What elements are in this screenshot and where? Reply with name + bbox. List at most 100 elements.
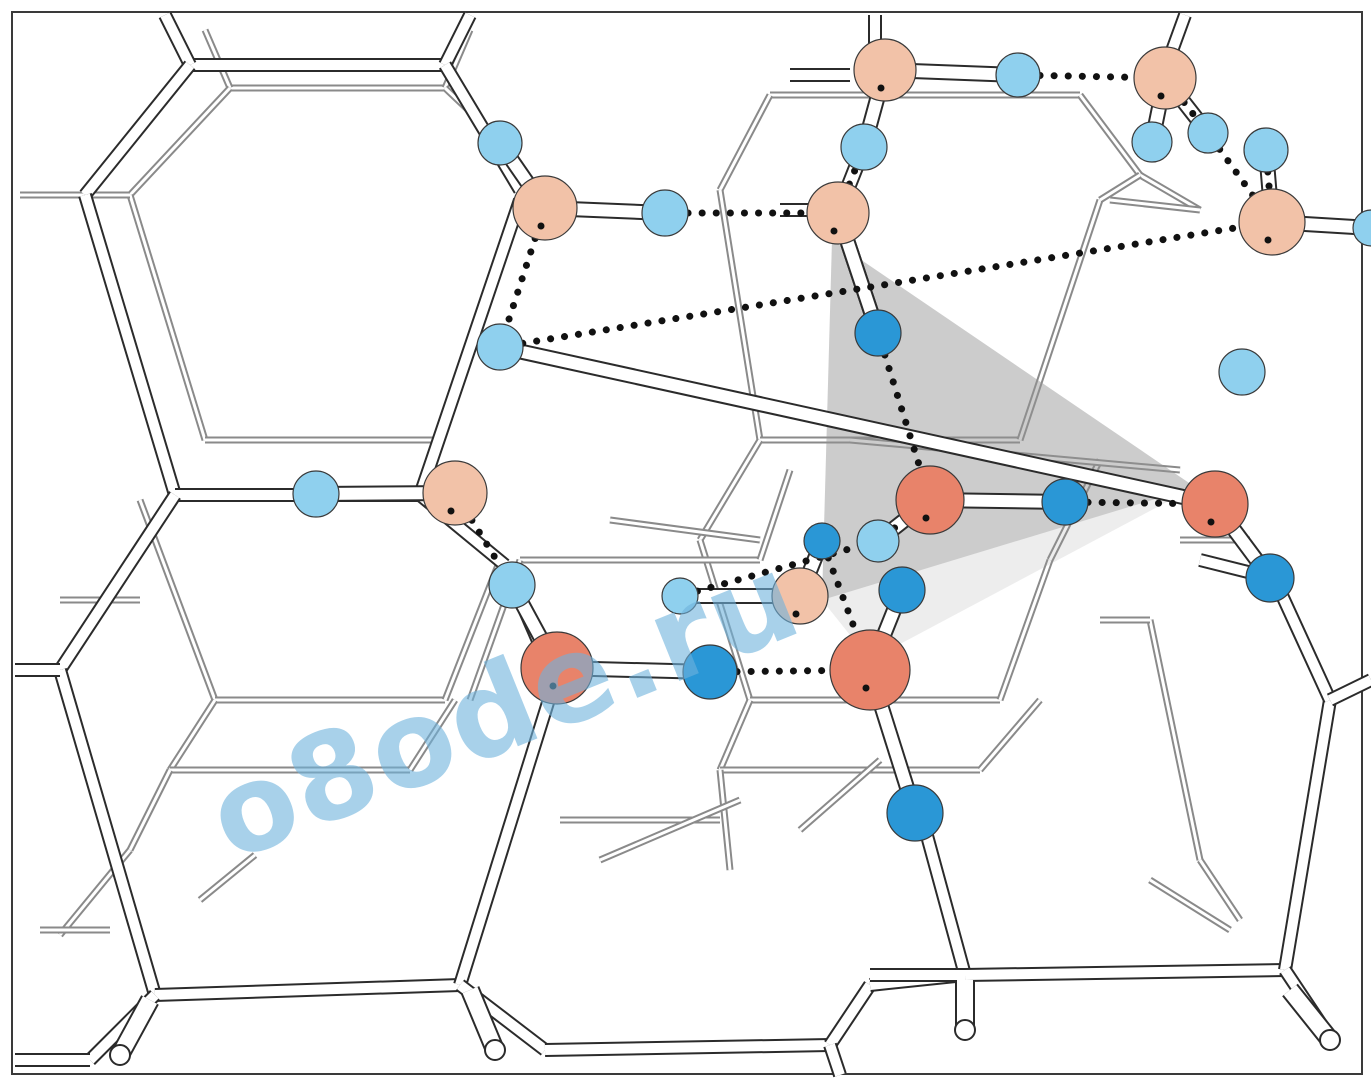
lattice-rod-core bbox=[1149, 878, 1231, 932]
oxygen-atom bbox=[771, 567, 829, 625]
oxygen-center-dot bbox=[1157, 92, 1165, 100]
oxygen-atom bbox=[1133, 46, 1197, 110]
lattice-rod-core bbox=[609, 518, 761, 542]
hydrogen-bond bbox=[733, 666, 834, 676]
oxygen-atom bbox=[422, 460, 488, 526]
lattice-rod-core bbox=[128, 86, 232, 197]
oxygen-center-dot bbox=[792, 610, 800, 618]
oxygen-center-dot bbox=[922, 514, 930, 522]
lattice-rod-core bbox=[1198, 859, 1242, 921]
lattice-rod-core bbox=[154, 980, 461, 1000]
hydrogen-atom bbox=[488, 561, 536, 609]
hydrogen-bond bbox=[845, 164, 860, 188]
diagram-frame bbox=[11, 11, 1363, 1075]
hydrogen-atom bbox=[661, 577, 699, 615]
rod-end-cap bbox=[109, 1044, 131, 1066]
rod-end-cap bbox=[954, 1019, 976, 1041]
hydrogen-atom bbox=[803, 522, 841, 560]
oxygen-center-dot bbox=[537, 222, 545, 230]
lattice-rod-core bbox=[168, 699, 217, 771]
hydrogen-atom bbox=[682, 644, 738, 700]
hydrogen-atom bbox=[476, 323, 524, 371]
hydrogen-atom bbox=[1218, 348, 1266, 396]
hydrogen-atom bbox=[1245, 553, 1295, 603]
lattice-rod-core bbox=[81, 61, 194, 199]
rod-end-cap bbox=[1319, 1029, 1341, 1051]
hydrogen-bond bbox=[824, 554, 860, 637]
hydrogen-atom bbox=[477, 120, 523, 166]
oxygen-atom bbox=[853, 38, 917, 102]
lattice-rod-core bbox=[698, 539, 752, 701]
hydrogen-bond bbox=[1216, 145, 1257, 199]
hydrogen-bond bbox=[1084, 498, 1186, 508]
lattice-rod-core bbox=[80, 193, 180, 497]
lattice-rod-core bbox=[1109, 198, 1201, 212]
oxygen-atom bbox=[895, 465, 965, 535]
rod-end-cap bbox=[484, 1039, 506, 1061]
hydrogen-bonds bbox=[468, 71, 1273, 676]
lattice-rod-core bbox=[758, 469, 792, 561]
hydrogen-bond bbox=[890, 517, 907, 532]
lattice-rod-core bbox=[455, 678, 560, 987]
lattice-rod-core bbox=[718, 94, 772, 191]
lattice-rod-core bbox=[1280, 699, 1335, 971]
hydrogen-bond bbox=[1264, 168, 1273, 193]
hydrogen-atom bbox=[292, 470, 340, 518]
hydrogen-atom bbox=[995, 52, 1041, 98]
tetrahedron-face bbox=[822, 240, 1195, 660]
lattice-rod-core bbox=[1018, 199, 1102, 441]
hydrogen-atom bbox=[1243, 127, 1289, 173]
hydrogen-atom bbox=[886, 784, 944, 842]
lattice-rod-core bbox=[1327, 675, 1371, 705]
lattice-rod-core bbox=[415, 198, 525, 497]
lattice-rod-core bbox=[440, 62, 525, 193]
lattice-rod-core bbox=[1139, 173, 1201, 212]
hydrogen-atom bbox=[641, 189, 689, 237]
oxygen-center-dot bbox=[862, 684, 870, 692]
lattice-rod-core bbox=[964, 965, 1286, 980]
lattice-rod-core bbox=[55, 492, 180, 673]
lattice-rod-core bbox=[160, 12, 195, 68]
oxygen-atom bbox=[829, 629, 911, 711]
hydrogen-atom bbox=[1352, 209, 1371, 247]
oxygen-atom bbox=[1181, 470, 1249, 538]
lattice-rod-core bbox=[1270, 577, 1335, 703]
hydrogen-bond bbox=[1180, 98, 1200, 121]
lattice-rod-core bbox=[718, 699, 752, 771]
lattice-rod-core bbox=[825, 982, 875, 1048]
lattice-rod-core bbox=[498, 341, 1217, 510]
lattice-rod-core bbox=[440, 12, 475, 68]
hydrogen-bond bbox=[1036, 71, 1138, 81]
oxygen-atom bbox=[520, 631, 594, 705]
hydrogen-atom bbox=[878, 566, 926, 614]
hydrogen-bond bbox=[503, 234, 539, 329]
oxygen-center-dot bbox=[549, 682, 557, 690]
lattice-rod-core bbox=[599, 798, 741, 862]
lattice-rod-core bbox=[998, 559, 1052, 701]
lattice-rod-core bbox=[408, 699, 457, 771]
oxygen-atom bbox=[1238, 188, 1306, 256]
oxygen-center-dot bbox=[1264, 236, 1272, 244]
foreground-lattice bbox=[15, 11, 1371, 1078]
oxygen-atom bbox=[512, 175, 578, 241]
hydrogen-bond bbox=[468, 516, 504, 569]
oxygen-atom bbox=[806, 181, 870, 245]
hydrogen-atom bbox=[1187, 112, 1229, 154]
oxygen-center-dot bbox=[830, 227, 838, 235]
molecule-atoms bbox=[292, 38, 1371, 842]
lattice-rod-core bbox=[698, 439, 762, 541]
lattice-rod-core bbox=[199, 853, 256, 902]
lattice-rod-core bbox=[55, 668, 160, 997]
lattice-rod-core bbox=[1078, 94, 1142, 176]
hydrogen-atom bbox=[1041, 478, 1089, 526]
lattice-rod-core bbox=[718, 769, 732, 871]
background-lattice bbox=[20, 28, 1250, 938]
lattice-rod-core bbox=[825, 1043, 845, 1077]
hydrogen-atom bbox=[856, 519, 900, 563]
hydrogen-bond bbox=[881, 351, 924, 472]
oxygen-center-dot bbox=[877, 84, 885, 92]
lattice-rod-core bbox=[1148, 619, 1202, 861]
lattice-rod-core bbox=[1099, 173, 1141, 202]
oxygen-center-dot bbox=[1207, 518, 1215, 526]
